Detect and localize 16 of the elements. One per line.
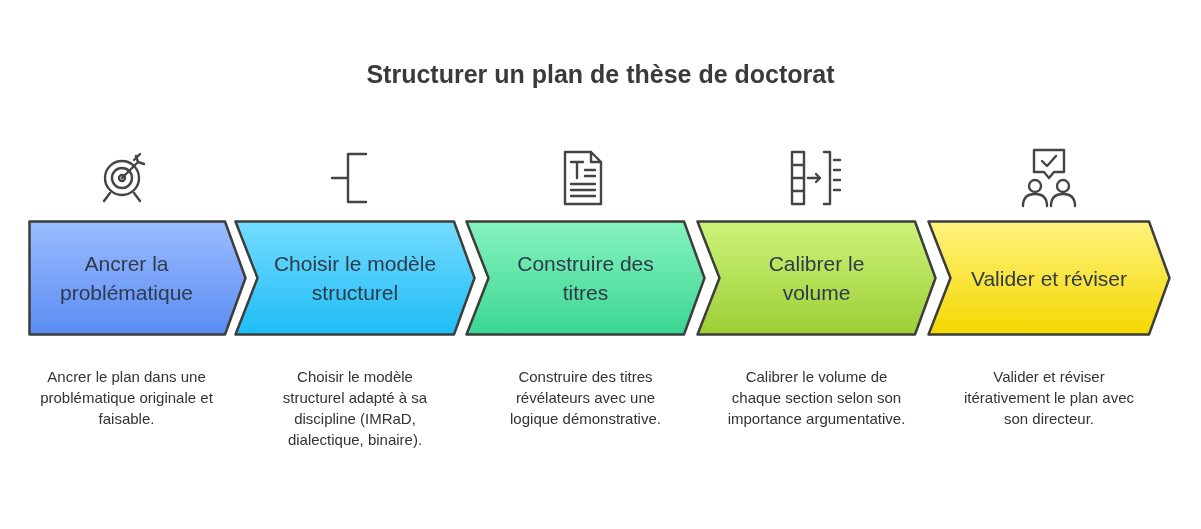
step-label: Construire des titres xyxy=(516,251,655,306)
chevron-step xyxy=(696,220,937,336)
chevron-step xyxy=(234,220,476,336)
step-label: Ancrer la problématique xyxy=(58,251,195,306)
step-label: Calibrer le volume xyxy=(767,251,866,306)
step-description: Valider et réviser itérativement le plan avec son directeur. xyxy=(962,367,1136,429)
diagram-title: Structurer un plan de thèse de doctorat xyxy=(365,60,836,89)
step-label: Choisir le modèle structurel xyxy=(272,251,438,306)
chevron-step xyxy=(28,220,247,336)
step-label: Valider et réviser xyxy=(971,265,1127,292)
step-description: Ancrer le plan dans une problématique originale et faisable. xyxy=(39,367,214,429)
chevron-step xyxy=(465,220,706,336)
step-description: Choisir le modèle structurel adapté à sa discipline (IMRaD, dialectique, binaire). xyxy=(281,367,429,450)
step-description: Construire des titres révélateurs avec une logique démonstrative. xyxy=(509,367,662,429)
step-description: Calibrer le volume de chaque section selon son importance argumentative. xyxy=(726,367,907,429)
chevron-step xyxy=(927,220,1171,336)
